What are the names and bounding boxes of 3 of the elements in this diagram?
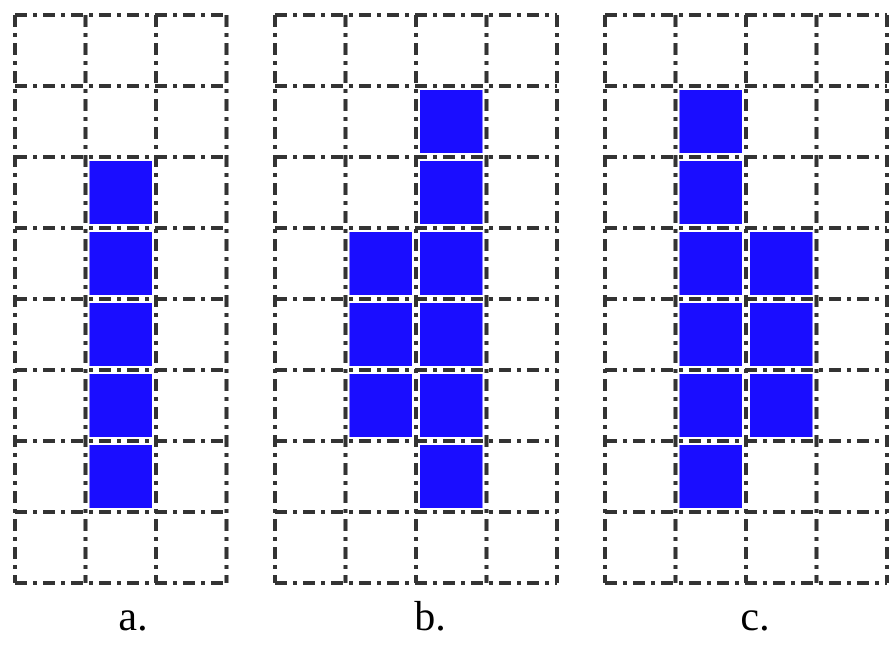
panel-label: a. [118,593,148,642]
panel-label: c. [740,593,770,642]
panel-label: b. [414,593,446,642]
